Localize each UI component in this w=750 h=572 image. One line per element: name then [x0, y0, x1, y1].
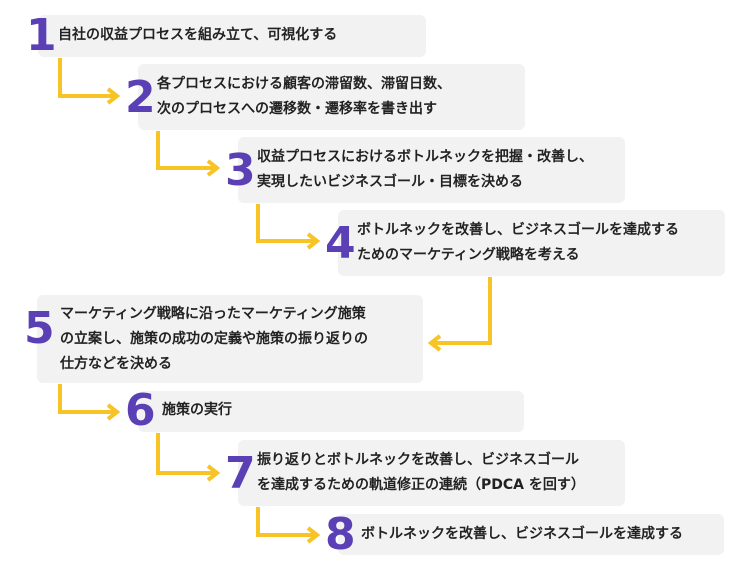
step-3-box [238, 137, 625, 203]
step-2-box [138, 64, 525, 130]
arrow-6-7 [156, 433, 216, 475]
step-3-number: 3 [225, 145, 256, 196]
step-6-text: 施策の実行 [162, 402, 232, 418]
step-2-text: 各プロセスにおける顧客の滞留数、滞留日数、次のプロセスへの遷移数・遷移率を書き出… [157, 76, 451, 117]
step-8-number: 8 [325, 509, 356, 560]
step-5-number: 5 [24, 303, 55, 354]
arrow-1-2 [58, 58, 116, 98]
step-7-number: 7 [225, 448, 256, 499]
step-6-box [138, 391, 524, 432]
step-1-number: 1 [26, 10, 57, 61]
step-2-number: 2 [125, 72, 156, 123]
step-5-box [37, 295, 423, 383]
arrow-5-6 [58, 384, 116, 414]
step-4-text: ボトルネックを改善し、ビジネスゴールを達成するためのマーケティング戦略を考える [357, 222, 679, 263]
step-8-box [338, 514, 724, 555]
arrow-2-3 [156, 131, 216, 170]
step-8-text: ボトルネックを改善し、ビジネスゴールを達成する [361, 526, 683, 542]
arrow-4-5 [432, 277, 492, 345]
step-7-text: 振り返りとボトルネックを改善し、ビジネスゴールを達成するための軌道修正の連続（P… [257, 452, 585, 493]
step-4-number: 4 [325, 218, 356, 269]
step-1-box [38, 15, 426, 57]
step-7-box [238, 440, 625, 506]
arrow-7-8 [256, 507, 316, 537]
step-4-box [338, 210, 725, 276]
step-3-text: 収益プロセスにおけるボトルネックを把握・改善し、実現したいビジネスゴール・目標を… [257, 149, 593, 190]
step-1-text: 自社の収益プロセスを組み立て、可視化する [58, 27, 338, 43]
step-5-text: マーケティング戦略に沿ったマーケティング施策の立案し、施策の成功の定義や施策の振… [60, 306, 368, 372]
step-6-number: 6 [125, 385, 156, 436]
arrow-3-4 [256, 204, 316, 243]
